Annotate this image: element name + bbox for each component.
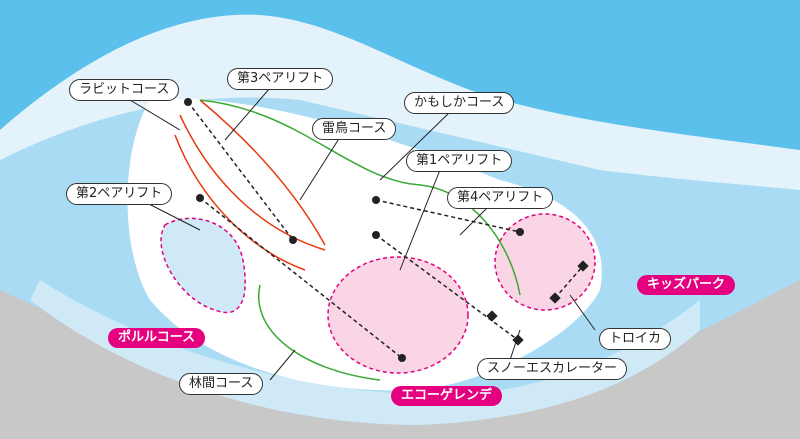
label-troika: トロイカ bbox=[599, 328, 672, 350]
label-rinkan-course: 林間コース bbox=[179, 373, 264, 395]
label-lift-3: 第3ペアリフト bbox=[227, 68, 334, 90]
leader-lines bbox=[129, 87, 596, 381]
label-kamoshika-course: かもしかコース bbox=[404, 92, 515, 114]
label-porulu-course: ポルルコース bbox=[108, 328, 206, 348]
label-lift-4: 第4ペアリフト bbox=[447, 187, 554, 209]
lift-lines bbox=[187, 101, 584, 359]
lift-stations bbox=[184, 98, 589, 362]
ski-area bbox=[127, 98, 602, 391]
label-raicho-course: 雷鳥コース bbox=[312, 118, 397, 140]
kids-park-area bbox=[494, 213, 596, 311]
echo-area bbox=[327, 256, 469, 374]
label-lift-1: 第1ペアリフト bbox=[406, 150, 513, 172]
ground bbox=[0, 280, 800, 439]
label-rabbit-course: ラビットコース bbox=[69, 79, 180, 101]
label-lift-2: 第2ペアリフト bbox=[66, 183, 173, 205]
label-kids-park: キッズパーク bbox=[637, 275, 736, 295]
label-echo-slope: エコーゲレンデ bbox=[391, 386, 503, 406]
course-lines bbox=[174, 99, 521, 381]
label-snow-escalator: スノーエスカレーター bbox=[477, 358, 628, 380]
porulu-area bbox=[160, 217, 246, 314]
lower-slope bbox=[30, 280, 700, 425]
